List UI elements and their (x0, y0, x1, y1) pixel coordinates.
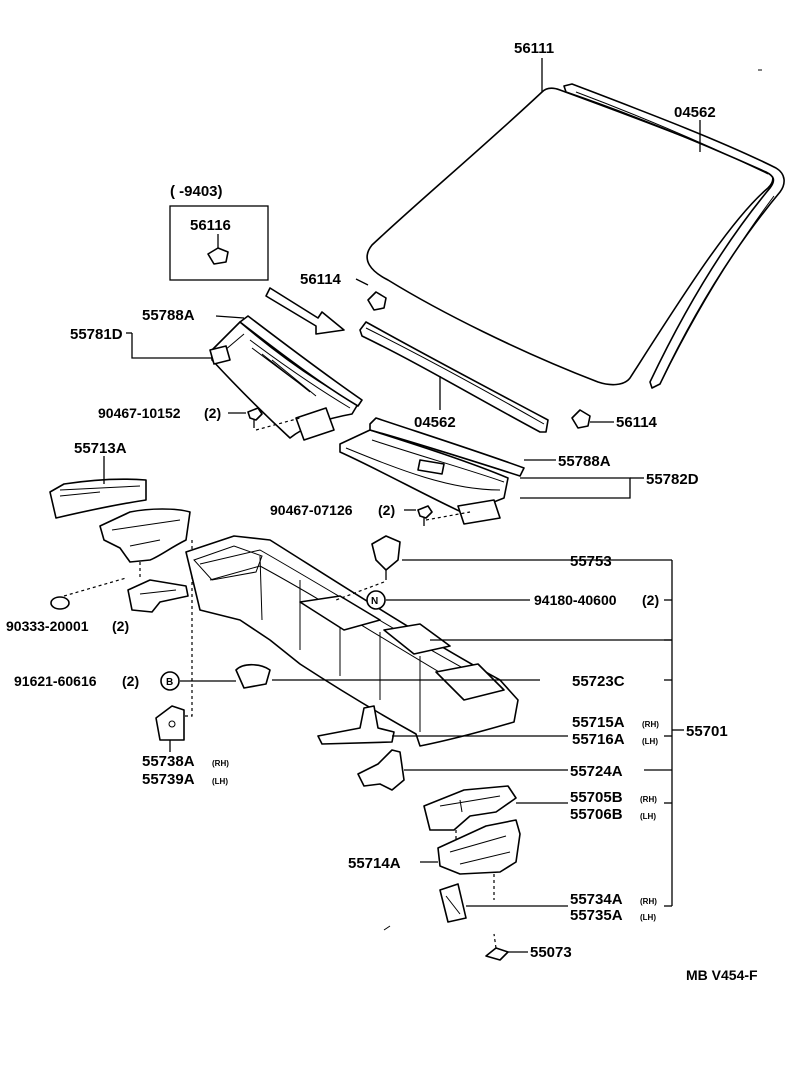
label-55701: 55701 (686, 723, 728, 740)
label-55753: 55753 (570, 553, 612, 570)
label-55739A: 55739A (142, 771, 195, 788)
spacer-left[interactable] (367, 291, 387, 311)
label-55705B: 55705B (570, 789, 623, 806)
label-56116: 56116 (190, 217, 231, 234)
cowl-louver-left[interactable] (209, 321, 359, 441)
label-55713A: 55713A (74, 440, 127, 457)
label-55715A-suffix: (RH) (642, 720, 659, 729)
label-90467-10152-qty: (2) (204, 405, 221, 421)
label-55738A-suffix: (RH) (212, 759, 229, 768)
label-55788A-right: 55788A (558, 453, 611, 470)
label-04562-lower: 04562 (414, 414, 456, 431)
label-90467-10152: 90467-10152 (98, 405, 181, 421)
label-55724A: 55724A (570, 763, 623, 780)
label-55735A: 55735A (570, 907, 623, 924)
hook-55073[interactable] (485, 947, 509, 961)
label-91621-60616-qty: (2) (122, 673, 139, 689)
label-55073: 55073 (530, 944, 572, 961)
clip-90467-07126[interactable] (417, 505, 433, 526)
label-55705B-suffix: (RH) (640, 795, 657, 804)
label-94180-40600-qty: (2) (642, 592, 659, 608)
label-55716A: 55716A (572, 731, 625, 748)
clip-55753[interactable] (371, 535, 401, 580)
label-55735A-suffix: (LH) (640, 913, 656, 922)
label-90467-07126: 90467-07126 (270, 502, 353, 518)
nut-b-91621-60616[interactable] (160, 671, 180, 691)
cowl-louver-right-seal[interactable] (369, 417, 525, 477)
label-55714A: 55714A (348, 855, 401, 872)
label-90333-20001-qty: (2) (112, 618, 129, 634)
windshield-glass[interactable] (366, 87, 774, 386)
windshield-molding-upper[interactable] (563, 83, 785, 389)
inner-panel-55714A[interactable] (437, 819, 521, 875)
nut-n-94180-40600[interactable] (366, 590, 386, 610)
side-member-55705B[interactable] (423, 785, 517, 831)
side-panel-55713A[interactable] (49, 478, 191, 563)
label-56111: 56111 (514, 40, 554, 57)
windshield-molding-lower[interactable] (359, 321, 549, 433)
extension-55715A[interactable] (317, 705, 395, 745)
label-55739A-suffix: (LH) (212, 777, 228, 786)
inset-box (169, 205, 269, 281)
clip-56116[interactable] (207, 247, 229, 265)
label-94180-40600: 94180-40600 (534, 592, 617, 608)
label-56114-left: 56114 (300, 271, 342, 288)
label-diagram-code: MB V454-F (686, 967, 758, 983)
label-55782D: 55782D (646, 471, 699, 488)
clip-90467-10152[interactable] (247, 407, 263, 428)
label-55734A-suffix: (RH) (640, 897, 657, 906)
cowl-louver-left-seal[interactable] (239, 315, 363, 407)
direction-arrow (265, 287, 345, 335)
label-55781D: 55781D (70, 326, 123, 343)
gusset-55734A[interactable] (439, 883, 467, 923)
label-55716A-suffix: (LH) (642, 737, 658, 746)
label-55706B-suffix: (LH) (640, 812, 656, 821)
cowl-panel-main[interactable] (185, 535, 519, 747)
label-90467-07126-qty: (2) (378, 502, 395, 518)
label-range-9403: ( -9403) (170, 183, 223, 200)
label-91621-60616: 91621-60616 (14, 673, 97, 689)
label-90333-20001: 90333-20001 (6, 618, 89, 634)
bracket-left-lower[interactable] (127, 579, 189, 613)
label-55715A: 55715A (572, 714, 625, 731)
label-55723C: 55723C (572, 673, 625, 690)
label-04562-upper: 04562 (674, 104, 716, 121)
badge-n: N (371, 596, 378, 607)
label-55706B: 55706B (570, 806, 623, 823)
badge-b: B (166, 677, 173, 688)
bracket-55738A[interactable] (155, 705, 185, 741)
spacer-right[interactable] (571, 409, 591, 429)
plug-90333-20001[interactable] (50, 596, 70, 610)
label-55734A: 55734A (570, 891, 623, 908)
label-55788A-left: 55788A (142, 307, 195, 324)
label-56114-right: 56114 (616, 414, 658, 431)
cowl-louver-right[interactable] (339, 429, 509, 525)
brace-55724A[interactable] (357, 749, 405, 791)
label-55738A: 55738A (142, 753, 195, 770)
